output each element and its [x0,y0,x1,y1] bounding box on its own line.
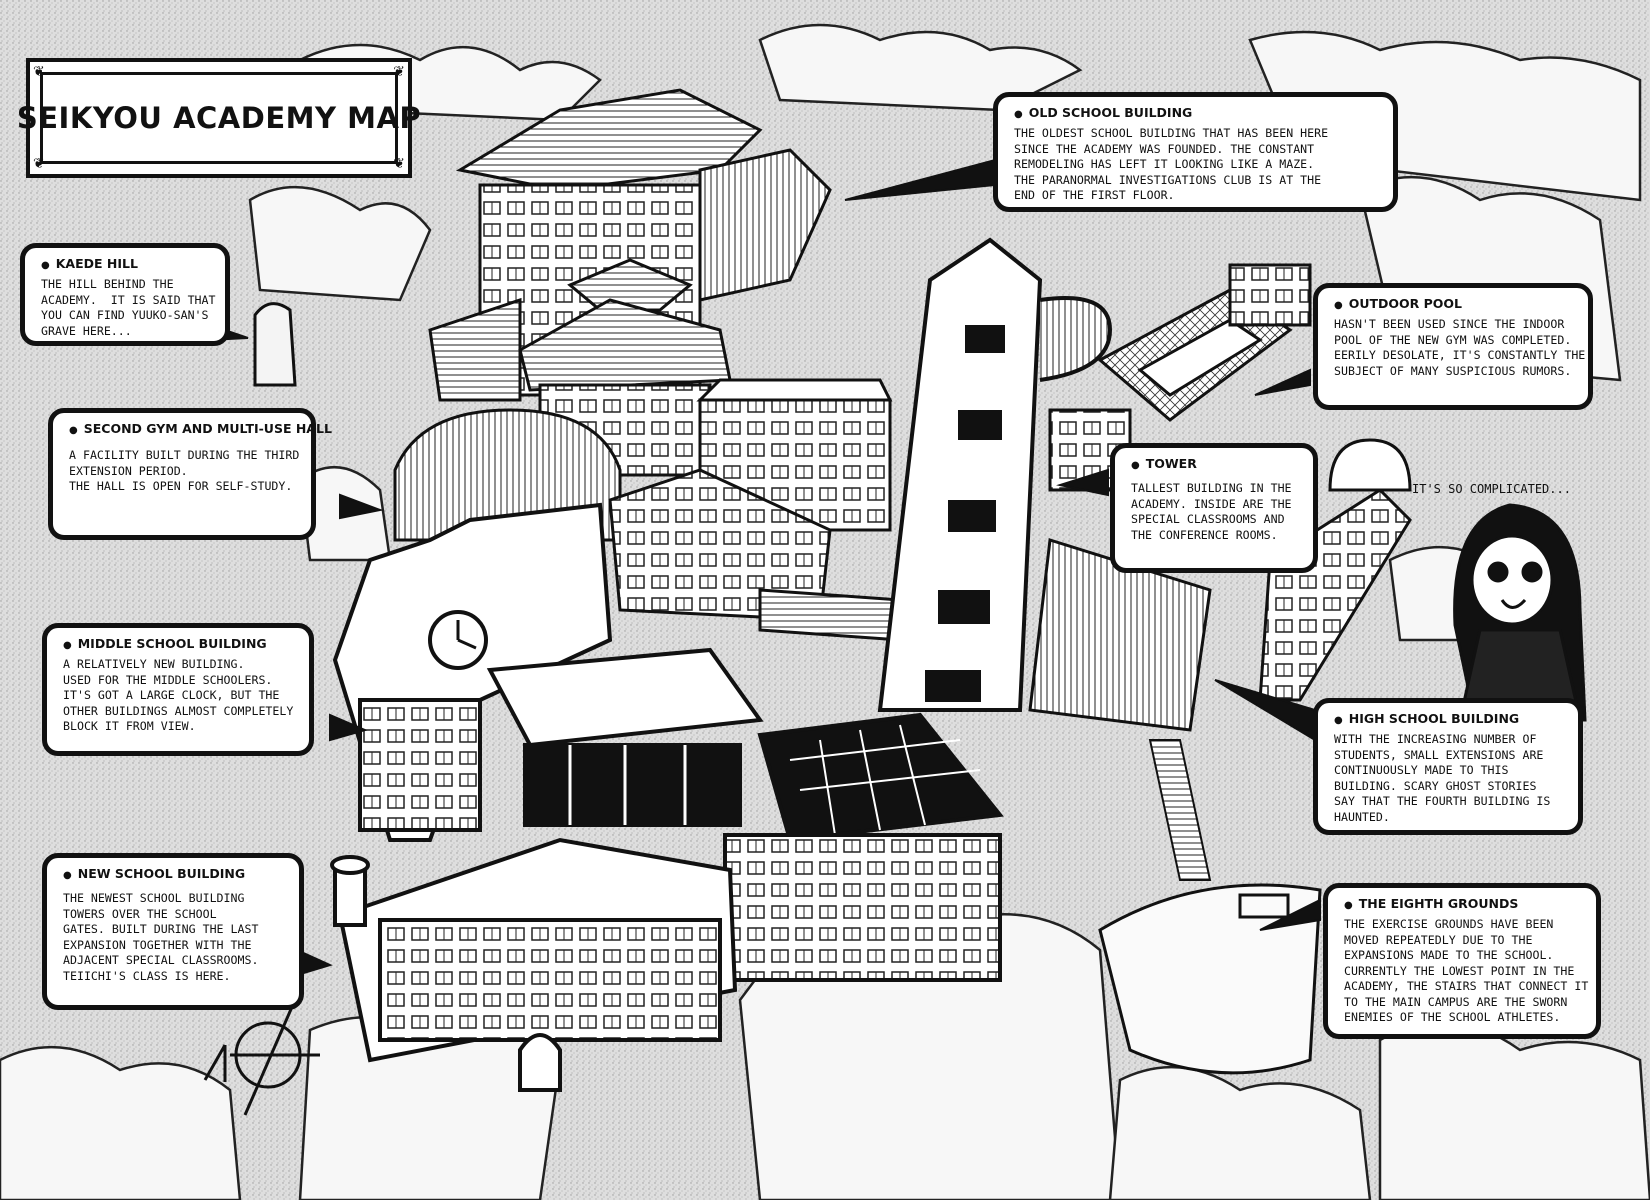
map-title-frame: SEIKYOU ACADEMY MAP [17,72,421,164]
stairs-drawing [1148,739,1212,881]
new-school-building-drawing [330,837,738,1092]
character-illustration [1453,503,1587,722]
callout-body: THE HILL BEHIND THE ACADEMY. IT IS SAID … [41,277,216,338]
character-speech: IT'S SO COMPLICATED... [1412,482,1571,496]
map-title-box: ❦ ❦ ❦ ❦ SEIKYOU ACADEMY MAP [17,58,421,178]
callout-title: MIDDLE SCHOOL BUILDING [77,636,267,651]
callout-body: HASN'T BEEN USED SINCE THE INDOOR POOL O… [1334,317,1586,378]
bullet-icon: ● [63,640,72,651]
bullet-icon: ● [1334,715,1343,726]
leaf-ornament-icon: ❦ [393,156,405,172]
callout-body: THE EXERCISE GROUNDS HAVE BEEN MOVED REP… [1344,917,1589,1024]
callout-second-gym: ● SECOND GYM AND MULTI-USE HALL A FACILIT… [48,408,332,540]
tree-canopy [0,23,1650,1200]
callout-title: SECOND GYM AND MULTI-USE HALL [83,421,332,436]
outdoor-pool-drawing [1097,263,1312,422]
callout-body: A FACILITY BUILT DURING THE THIRD EXTENS… [69,448,300,493]
callout-title: KAEDE HILL [55,256,138,271]
leaf-ornament-icon: ❦ [393,64,405,80]
callout-tower: ● TOWER TALLEST BUILDING IN THE ACADEMY. … [1110,443,1318,573]
bullet-icon: ● [41,260,50,271]
callout-body: THE OLDEST SCHOOL BUILDING THAT HAS BEEN… [1014,126,1329,202]
solar-panel-building-drawing [723,712,1004,982]
callout-outdoor-pool: ● OUTDOOR POOL HASN'T BEEN USED SINCE THE… [1313,283,1593,410]
callout-old-school-building: ● OLD SCHOOL BUILDING THE OLDEST SCHOOL B… [993,92,1398,212]
leaf-ornament-icon: ❦ [33,156,45,172]
callout-title: NEW SCHOOL BUILDING [77,866,246,881]
callout-title: OLD SCHOOL BUILDING [1028,105,1193,120]
central-building-drawing [608,378,902,642]
callout-body: THE NEWEST SCHOOL BUILDING TOWERS OVER T… [63,891,259,983]
callout-title: TOWER [1145,456,1197,471]
callout-title: OUTDOOR POOL [1348,296,1463,311]
grave-stone-icon [253,302,297,387]
callout-kaede-hill: ● KAEDE HILL THE HILL BEHIND THE ACADEMY.… [20,243,230,346]
middle-school-building-drawing [332,502,613,842]
eighth-grounds-drawing [1098,883,1322,1075]
callout-new-school-building: ● NEW SCHOOL BUILDING THE NEWEST SCHOOL B… [42,853,304,1010]
callout-body: A RELATIVELY NEW BUILDING. USED FOR THE … [63,657,294,733]
callout-tails [209,158,1321,977]
bullet-icon: ● [1344,900,1353,911]
callout-title: THE EIGHTH GROUNDS [1358,896,1519,911]
bullet-icon: ● [1014,109,1023,120]
bullet-icon: ● [69,425,78,436]
compass-icon [203,999,320,1116]
map-title: SEIKYOU ACADEMY MAP [16,101,422,135]
callout-body: WITH THE INCREASING NUMBER OF STUDENTS, … [1334,732,1551,824]
callout-title: HIGH SCHOOL BUILDING [1348,711,1520,726]
bullet-icon: ● [1131,460,1140,471]
glass-building-drawing [486,647,764,827]
bullet-icon: ● [1334,300,1343,311]
leaf-ornament-icon: ❦ [33,64,45,80]
callout-body: TALLEST BUILDING IN THE ACADEMY. INSIDE … [1131,481,1292,542]
bullet-icon: ● [63,870,72,881]
tower-drawing [877,237,1113,712]
callout-eighth-grounds: ● THE EIGHTH GROUNDS THE EXERCISE GROUNDS… [1323,883,1601,1039]
callout-middle-school-building: ● MIDDLE SCHOOL BUILDING A RELATIVELY NEW… [42,623,314,756]
callout-high-school-building: ● HIGH SCHOOL BUILDING WITH THE INCREASIN… [1313,698,1583,835]
